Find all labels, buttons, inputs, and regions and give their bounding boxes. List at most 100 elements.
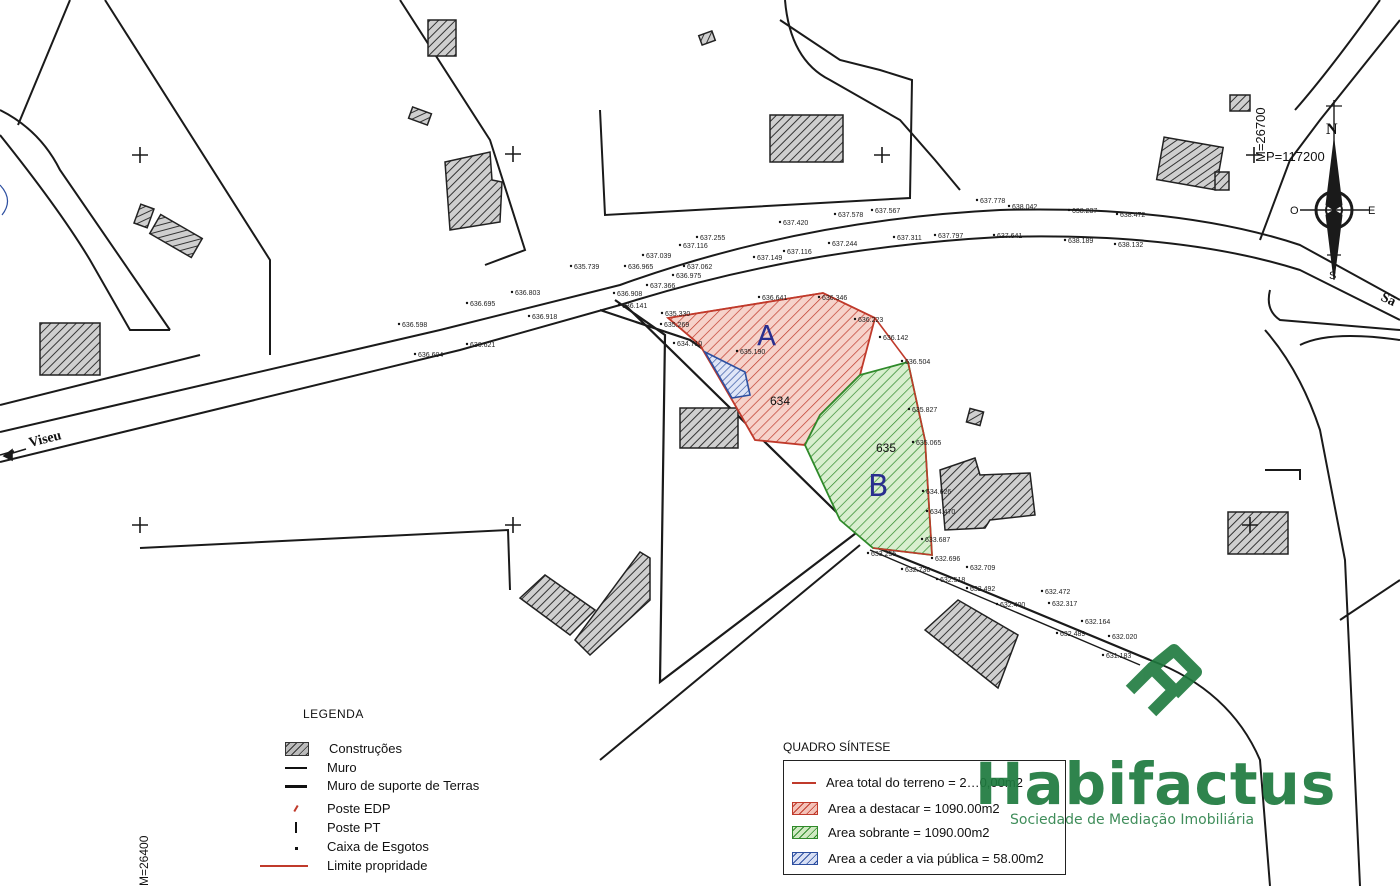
watermark-tagline: Sociedade de Mediação Imobiliária — [1010, 812, 1255, 828]
elevation-label: 636.346 — [822, 295, 847, 302]
quadro-label: Area a ceder a via pública = 58.00m2 — [828, 851, 1044, 866]
elevation-dot — [778, 220, 782, 224]
elevation-dot — [866, 551, 870, 555]
elevation-dot — [682, 264, 686, 268]
elevation-dot — [623, 264, 627, 268]
elevation-dot — [900, 567, 904, 571]
elevation-label: 637.420 — [783, 220, 808, 227]
elevation-label: 632.518 — [940, 577, 965, 584]
elevation-label: 636.918 — [532, 314, 557, 321]
quadro-row-sobrante: Area sobrante = 1090.00m2 — [792, 825, 990, 840]
elevation-label: 638.237 — [1072, 208, 1097, 215]
elevation-dot — [510, 290, 514, 294]
elevation-dot — [817, 295, 821, 299]
elevation-dot — [641, 253, 645, 257]
elevation-label: 638.189 — [1068, 238, 1093, 245]
contour-label-635: 635 — [876, 441, 896, 455]
legend-item-limite: Limite propridade — [260, 858, 427, 873]
elevation-label: 632.400 — [1000, 602, 1025, 609]
legend-item-poste-pt: Poste PT — [285, 820, 380, 835]
elevation-dot — [397, 322, 401, 326]
retaining-wall-line-icon — [285, 780, 307, 792]
elevation-dot — [1101, 653, 1105, 657]
elevation-dot — [645, 283, 649, 287]
elevation-label: 637.149 — [757, 255, 782, 262]
elevation-dot — [900, 359, 904, 363]
compass-rose — [1300, 100, 1370, 281]
elevation-label: 636.621 — [470, 342, 495, 349]
quadro-label: Area total do terreno = 2…0,00m2 — [826, 775, 1023, 790]
legend-item-muro-suporte: Muro de suporte de Terras — [285, 778, 479, 793]
building-hatch-icon — [285, 741, 309, 756]
grid-label-m26400: M=26400 — [137, 835, 151, 886]
elevation-dot — [1063, 238, 1067, 242]
grid-label-p117200: P=117200 — [1266, 149, 1325, 164]
quadro-label: Area a destacar = 1090.00m2 — [828, 801, 1000, 816]
elevation-dot — [1115, 212, 1119, 216]
legend-label: Poste PT — [327, 820, 381, 835]
elevation-label: 636.604 — [418, 352, 443, 359]
direction-arrow-icon — [2, 448, 27, 462]
elevation-label: 636.803 — [515, 290, 540, 297]
elevation-label: 635.269 — [664, 322, 689, 329]
elevation-dot — [1047, 601, 1051, 605]
elevation-dot — [527, 314, 531, 318]
elevation-dot — [930, 556, 934, 560]
legend-label: Construções — [329, 741, 402, 756]
elevation-dot — [995, 602, 999, 606]
elevation-dot — [833, 212, 837, 216]
elevation-dot — [1107, 634, 1111, 638]
elevation-dot — [853, 317, 857, 321]
elevation-label: 638.132 — [1118, 242, 1143, 249]
watermark-logo-icon — [1125, 644, 1202, 717]
legend-label: Muro — [327, 760, 357, 775]
compass-west: O — [1290, 205, 1299, 217]
elevation-dot — [782, 249, 786, 253]
elevation-label: 632.020 — [1112, 634, 1137, 641]
elevation-label: 637.116 — [787, 249, 812, 256]
elevation-label: 632.472 — [1045, 589, 1070, 596]
quadro-row-total: Area total do terreno = 2…0,00m2 — [792, 775, 1023, 790]
legend-label: Poste EDP — [327, 801, 391, 816]
elevation-dot — [907, 407, 911, 411]
quadro-title: QUADRO SÍNTESE — [783, 740, 891, 754]
property-limit-line-icon — [260, 860, 308, 872]
elevation-label: 635.065 — [916, 440, 941, 447]
elevation-dot — [878, 335, 882, 339]
elevation-dot — [921, 489, 925, 493]
elevation-dot — [678, 243, 682, 247]
elevation-dot — [757, 295, 761, 299]
elevation-label: 636.141 — [622, 303, 647, 310]
elevation-label: 636.598 — [402, 322, 427, 329]
elevation-dot — [920, 537, 924, 541]
elevation-label: 637.062 — [687, 264, 712, 271]
elevation-label: 632.164 — [1085, 619, 1110, 626]
elevation-label: 636.695 — [470, 301, 495, 308]
grid-crosses — [132, 146, 1262, 533]
elevation-dot — [612, 291, 616, 295]
quadro-label: Area sobrante = 1090.00m2 — [828, 825, 990, 840]
legend-item-poste-edp: Poste EDP — [285, 801, 391, 816]
elevation-dot — [1040, 589, 1044, 593]
elevation-dot — [992, 233, 996, 237]
elevation-dot — [1067, 208, 1071, 212]
elevation-dot — [933, 233, 937, 237]
wall-line-icon — [285, 762, 307, 774]
legend-label: Muro de suporte de Terras — [327, 778, 480, 793]
elevation-label: 635.739 — [574, 264, 599, 271]
sketch-mark — [0, 184, 9, 216]
elevation-label: 635.330 — [665, 311, 690, 318]
elevation-dot — [827, 241, 831, 245]
elevation-label: 637.778 — [980, 198, 1005, 205]
elevation-label: 634.470 — [930, 509, 955, 516]
legend-item-muro: Muro — [285, 760, 357, 775]
elevation-dot — [965, 565, 969, 569]
red-line-icon — [792, 777, 816, 788]
elevation-label: 637.366 — [650, 283, 675, 290]
elevation-label: 636.975 — [676, 273, 701, 280]
property-limit — [667, 292, 933, 556]
elevation-label: 637.255 — [700, 235, 725, 242]
elevation-dot — [671, 273, 675, 277]
elevation-dot — [892, 235, 896, 239]
